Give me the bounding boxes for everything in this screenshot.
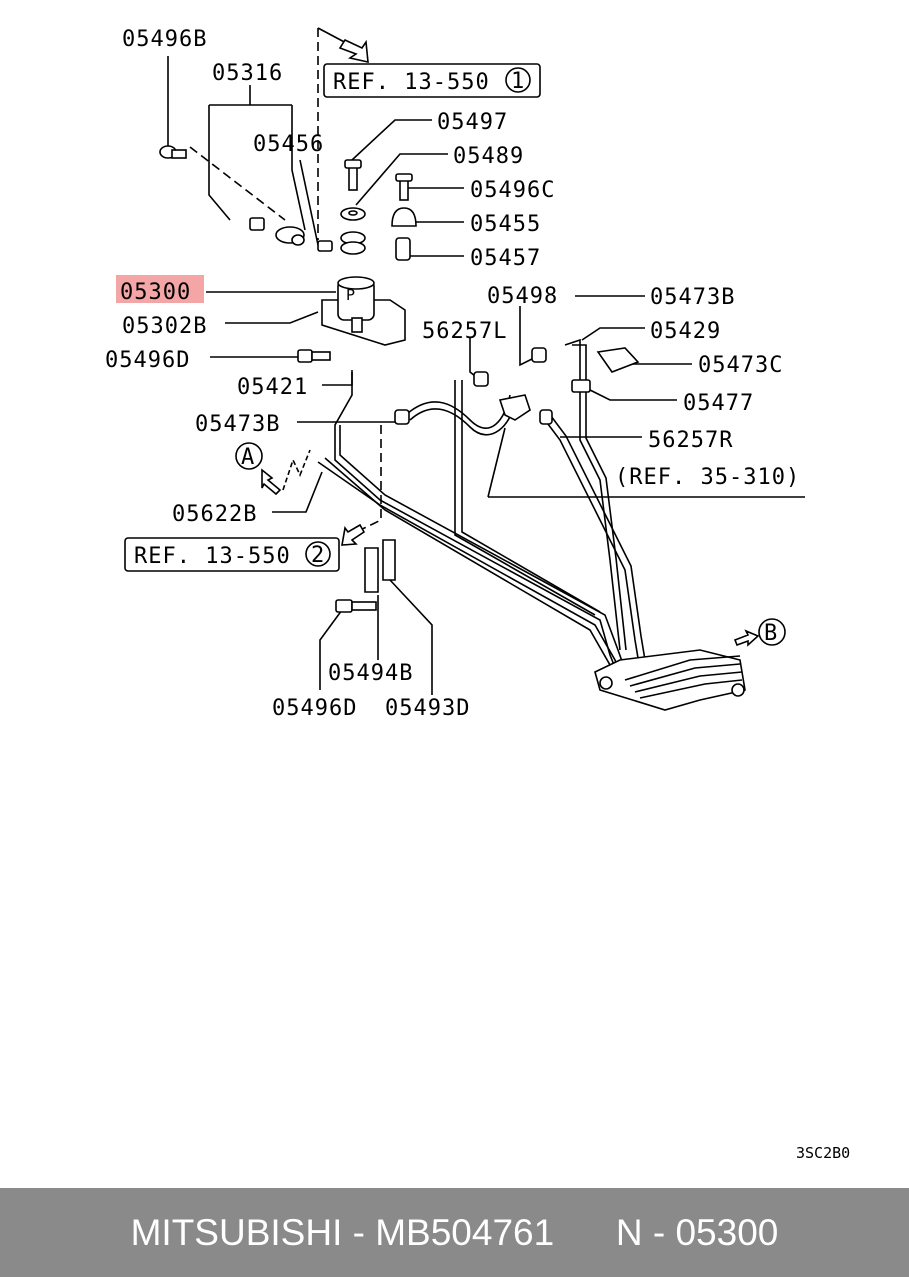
ref-box-13-550-1[interactable]: REF. 13-550 1 <box>323 63 541 98</box>
ref-13-550-1-text: REF. 13-550 <box>333 70 490 95</box>
label-05302B[interactable]: 05302B <box>122 314 207 339</box>
hose-05316 <box>216 217 333 276</box>
label-05496D-bottom[interactable]: 05496D <box>272 696 357 721</box>
label-05496C[interactable]: 05496C <box>470 178 555 203</box>
label-05496D-top[interactable]: 05496D <box>105 348 190 373</box>
label-05477[interactable]: 05477 <box>683 391 754 416</box>
marker-a: A <box>235 442 311 496</box>
label-05421[interactable]: 05421 <box>237 375 308 400</box>
label-05457[interactable]: 05457 <box>470 246 541 271</box>
label-05473B-left[interactable]: 05473B <box>195 412 280 437</box>
arrow-ref2 <box>341 523 366 546</box>
ref-13-550-2-text: REF. 13-550 <box>134 544 291 569</box>
junction-block <box>594 649 746 711</box>
label-05496B[interactable]: 05496B <box>122 27 207 52</box>
label-05493D[interactable]: 05493D <box>385 696 470 721</box>
brake-pipes <box>317 338 647 691</box>
svg-text:P: P <box>346 286 355 304</box>
label-05455[interactable]: 05455 <box>470 212 541 237</box>
footer-bar: MITSUBISHI - MB504761 N - 05300 <box>0 1188 909 1277</box>
ref-13-550-2-number: 2 <box>311 543 325 568</box>
svg-text:A: A <box>241 445 255 470</box>
footer-part-info: MITSUBISHI - MB504761 N - 05300 <box>130 1211 779 1253</box>
leader-lines <box>167 27 692 695</box>
label-56257L[interactable]: 56257L <box>422 319 507 344</box>
label-05622B[interactable]: 05622B <box>172 502 257 527</box>
label-05429[interactable]: 05429 <box>650 319 721 344</box>
ref-13-550-1-number: 1 <box>511 69 525 94</box>
label-05494B[interactable]: 05494B <box>328 661 413 686</box>
svg-text:B: B <box>764 621 778 646</box>
label-05498[interactable]: 05498 <box>487 284 558 309</box>
valve-05300: P <box>297 276 406 363</box>
label-05497[interactable]: 05497 <box>437 110 508 135</box>
label-05456[interactable]: 05456 <box>253 132 324 157</box>
ref-box-13-550-2[interactable]: REF. 13-550 2 <box>124 537 340 572</box>
label-56257R[interactable]: 56257R <box>648 428 733 453</box>
label-05300[interactable]: 05300 <box>120 280 191 305</box>
arrow-ref1 <box>338 38 369 64</box>
parts-stack <box>340 159 417 261</box>
ref-35-310[interactable]: (REF. 35-310) <box>615 465 800 490</box>
label-05316[interactable]: 05316 <box>212 61 283 86</box>
marker-b: B <box>733 618 786 647</box>
bolt-05496B <box>159 145 187 159</box>
brackets-lower <box>335 539 396 613</box>
label-05473B-right[interactable]: 05473B <box>650 285 735 310</box>
diagram-code: 3SC2B0 <box>796 1144 850 1162</box>
highlight-05300 <box>116 275 204 303</box>
label-05473C[interactable]: 05473C <box>698 353 783 378</box>
label-05489[interactable]: 05489 <box>453 144 524 169</box>
parts-diagram: 05496B 05316 05456 05497 05489 05496C 05… <box>105 27 850 1162</box>
